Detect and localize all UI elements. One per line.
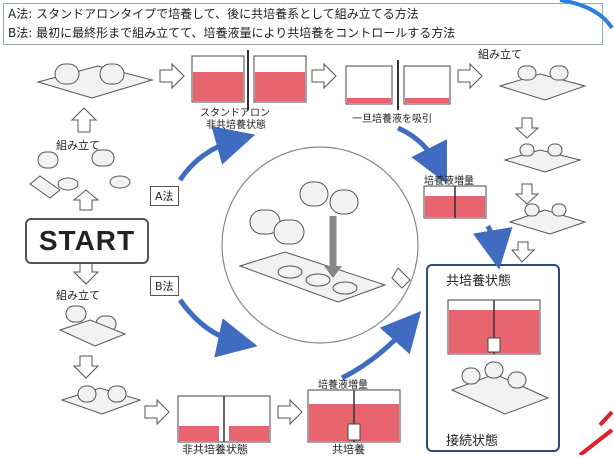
arrow-b-to-final bbox=[340, 311, 422, 381]
chamber-non-coculture-bottom bbox=[177, 395, 271, 443]
arrow-down-start bbox=[72, 261, 100, 285]
arrow-right-3 bbox=[457, 62, 483, 90]
method-legend: A法: スタンドアロンタイプで培養して、後に共培養系として組み立てる方法 B法:… bbox=[3, 3, 603, 45]
device-parts-left bbox=[29, 149, 131, 199]
process-arrows bbox=[177, 125, 513, 381]
device-illustration-bottom-left bbox=[58, 305, 142, 415]
legend-text-b: : 最初に最終形まで組み立てて、培養液量により共培養をコントロールする方法 bbox=[28, 26, 456, 40]
arrow-increase-to-final bbox=[472, 224, 513, 270]
label-standalone: スタンドアロン bbox=[200, 108, 270, 119]
insert-arrow-head bbox=[324, 266, 342, 278]
label-connected-state: 接続状態 bbox=[446, 434, 499, 449]
arrow-right-1 bbox=[159, 62, 185, 90]
device-connected bbox=[450, 361, 550, 415]
arrow-a-method bbox=[177, 126, 256, 182]
corner-accent-bottom bbox=[578, 410, 614, 455]
arrow-right-bottom-1 bbox=[144, 398, 170, 426]
legend-line-a: A法: スタンドアロンタイプで培養して、後に共培養系として組み立てる方法 bbox=[8, 5, 598, 24]
arrow-right-2 bbox=[311, 62, 337, 90]
method-a-tag: A法 bbox=[150, 186, 179, 206]
arrow-down-right-3 bbox=[510, 241, 536, 263]
label-non-coculture-top: 非共培養状態 bbox=[206, 120, 266, 131]
label-medium-increase-b: 培養液増量 bbox=[318, 380, 368, 391]
device-illustration-center bbox=[238, 181, 387, 303]
device-illustration-top-right bbox=[498, 65, 587, 101]
label-coculture-state: 共培養状態 bbox=[446, 274, 512, 289]
device-illustration-top-left bbox=[36, 63, 154, 99]
label-aspirate: 一旦培養液を吸引 bbox=[352, 114, 432, 125]
arrow-down-right-1 bbox=[514, 117, 540, 139]
legend-key-b: B法 bbox=[8, 26, 29, 40]
device-stack-right bbox=[503, 143, 587, 235]
chamber-aspirated bbox=[345, 60, 451, 110]
chamber-standalone bbox=[191, 50, 307, 110]
arrow-into-final bbox=[391, 267, 411, 289]
arrow-down-right-2 bbox=[514, 183, 540, 205]
corner-accent-top bbox=[559, 0, 614, 30]
label-coculture-bottom: 共培養 bbox=[332, 443, 365, 456]
arrow-b-method bbox=[177, 298, 258, 358]
method-b-tag: B法 bbox=[150, 276, 179, 296]
legend-key-a: A法 bbox=[8, 7, 29, 21]
center-circle bbox=[221, 146, 419, 344]
label-non-coculture-bottom: 非共培養状態 bbox=[182, 443, 248, 456]
label-assemble-left-bottom: 組み立て bbox=[56, 289, 100, 302]
final-state-frame bbox=[426, 264, 560, 452]
legend-line-b: B法: 最初に最終形まで組み立てて、培養液量により共培養をコントロールする方法 bbox=[8, 24, 598, 43]
chamber-coculture-bottom bbox=[307, 389, 401, 443]
chamber-coculture-state bbox=[447, 299, 541, 355]
flow-arrows bbox=[70, 62, 540, 426]
arrow-up-left bbox=[70, 107, 98, 133]
arrow-right-bottom-2 bbox=[277, 398, 303, 426]
arrow-a-to-increase bbox=[396, 125, 447, 184]
start-box: START bbox=[25, 218, 149, 264]
chamber-increase-a bbox=[423, 185, 487, 219]
arrow-down-left bbox=[72, 355, 100, 379]
label-medium-increase-a: 培養液増量 bbox=[424, 176, 474, 187]
arrow-up-start bbox=[72, 189, 100, 211]
legend-text-a: : スタンドアロンタイプで培養して、後に共培養系として組み立てる方法 bbox=[28, 7, 419, 21]
label-assemble-left-top: 組み立て bbox=[56, 139, 100, 152]
label-assemble-top: 組み立て bbox=[478, 48, 522, 61]
